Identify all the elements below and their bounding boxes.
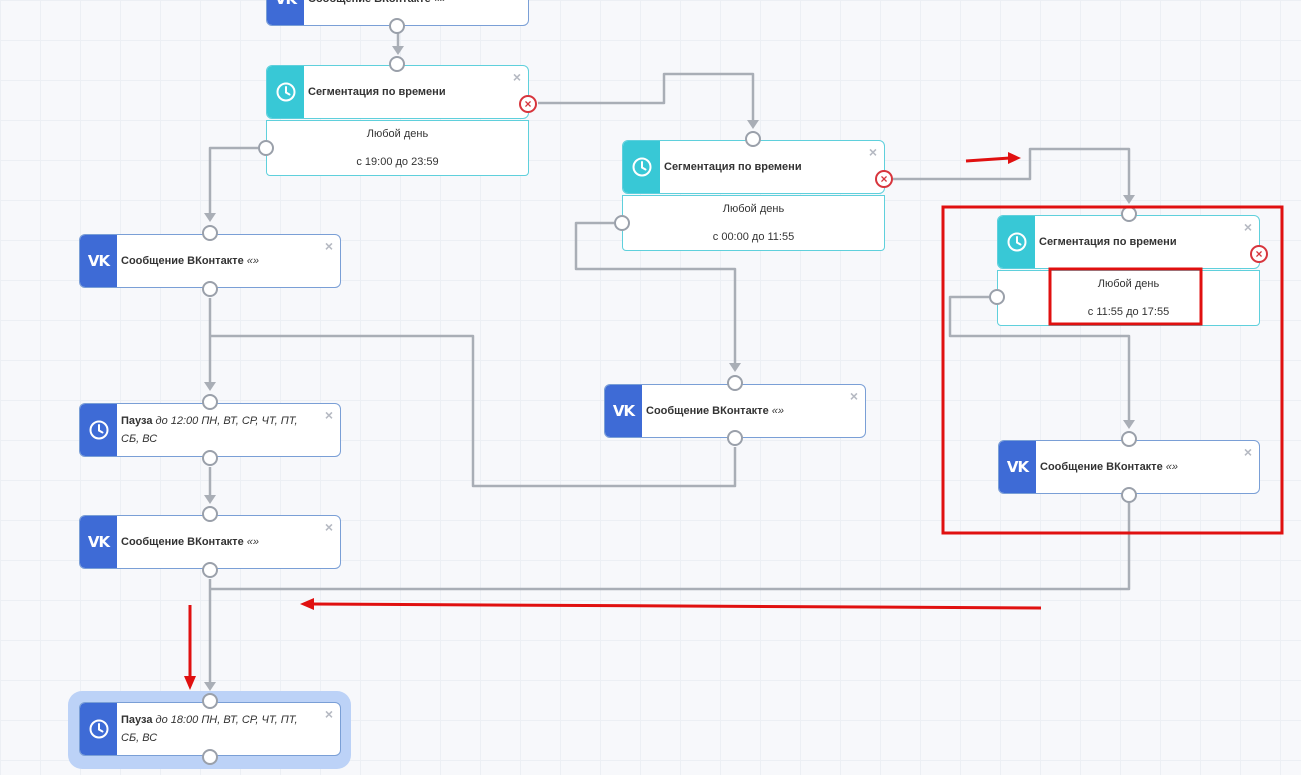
arrowhead [1123,420,1135,429]
input-port[interactable] [389,56,405,72]
node-title: Сегментация по времени [664,161,802,173]
input-port[interactable] [202,693,218,709]
output-port[interactable] [202,450,218,466]
input-port[interactable] [745,131,761,147]
wire-seg1-no-to-seg2 [538,72,755,122]
node-title: Сегментация по времени [308,86,446,98]
vk-message-node-2[interactable]: VK Сообщение ВКонтакте «» × [604,384,866,440]
clock-icon [998,216,1035,268]
vk-logo-icon: VK [999,441,1036,493]
arrowhead [204,382,216,391]
output-port[interactable] [202,281,218,297]
vk-logo-icon: VK [267,0,304,25]
arrowhead [204,682,216,691]
close-icon[interactable]: × [324,706,333,722]
wire-seg2-yes-to-vk2 [574,221,737,365]
error-x-icon[interactable]: × [519,95,537,113]
output-port[interactable] [989,289,1005,305]
segment-time-range: с 11:55 до 17:55 [1087,306,1170,318]
segment-day: Любой день [722,203,785,215]
node-title: Сообщение ВКонтакте «» [646,405,785,417]
clock-icon [80,404,117,456]
node-title: Сообщение ВКонтакте «» [308,0,506,25]
node-title: Сегментация по времени [1039,236,1177,248]
close-icon[interactable]: × [868,144,877,160]
node-title: Пауза до 18:00 ПН, ВТ, СР, ЧТ, ПТ, СБ, В… [121,714,298,744]
close-icon[interactable]: × [849,388,858,404]
close-icon[interactable]: × [1243,219,1252,235]
arrowhead [204,495,216,504]
error-x-icon[interactable]: × [875,170,893,188]
close-icon[interactable]: × [1243,444,1252,460]
error-x-icon[interactable]: × [1250,245,1268,263]
node-header[interactable]: VK Сообщение ВКонтакте «» × [79,515,341,569]
close-icon[interactable]: × [512,69,521,85]
segment-day: Любой день [366,128,429,140]
output-port[interactable] [202,749,218,765]
segment-time-range: с 00:00 до 11:55 [712,231,795,243]
close-icon[interactable]: × [324,407,333,423]
node-title: Пауза до 12:00 ПН, ВТ, СР, ЧТ, ПТ, СБ, В… [121,415,298,445]
input-port[interactable] [202,506,218,522]
time-segmentation-node-3[interactable]: Сегментация по времени × Любой день с 11… [997,215,1260,326]
time-segmentation-node-2[interactable]: Сегментация по времени × Любой день с 00… [622,140,885,251]
node-title: Сообщение ВКонтакте «» [121,255,260,267]
node-header[interactable]: Пауза до 12:00 ПН, ВТ, СР, ЧТ, ПТ, СБ, В… [79,403,341,457]
segment-condition: Любой день с 00:00 до 11:55 [622,195,885,251]
output-port[interactable] [389,18,405,34]
node-header[interactable]: VK Сообщение ВКонтакте «» × [79,234,341,288]
close-icon[interactable]: × [324,238,333,254]
node-header[interactable]: VK Сообщение ВКонтакте «» × [998,440,1260,494]
wire-seg2-no-to-seg3 [893,147,1131,197]
wire-vk2-to-pause1 [210,334,737,488]
arrowhead [729,363,741,372]
output-port[interactable] [202,562,218,578]
node-header[interactable]: Пауза до 18:00 ПН, ВТ, СР, ЧТ, ПТ, СБ, В… [79,702,341,756]
node-title: Сообщение ВКонтакте «» [1040,461,1179,473]
node-header[interactable]: Сегментация по времени × [622,140,885,194]
segment-condition: Любой день с 19:00 до 23:59 [266,120,529,176]
node-header[interactable]: Сегментация по времени × [997,215,1260,269]
clock-icon [623,141,660,193]
input-port[interactable] [1121,431,1137,447]
wire-vk4-to-pause2 [210,503,1131,591]
segment-time-range: с 19:00 до 23:59 [356,156,439,168]
vk-logo-icon: VK [80,516,117,568]
close-icon[interactable]: × [324,519,333,535]
arrowhead [204,213,216,222]
clock-icon [267,66,304,118]
output-port[interactable] [727,430,743,446]
output-port[interactable] [258,140,274,156]
input-port[interactable] [727,375,743,391]
arrowhead [392,46,404,55]
input-port[interactable] [202,225,218,241]
segment-day: Любой день [1097,278,1160,290]
wire-seg1-yes-to-vk1 [208,146,258,215]
clock-icon [80,703,117,755]
output-port[interactable] [614,215,630,231]
node-title: Сообщение ВКонтакте «» [121,536,260,548]
vk-logo-icon: VK [80,235,117,287]
segment-condition: Любой день с 11:55 до 17:55 [997,270,1260,326]
input-port[interactable] [1121,206,1137,222]
time-segmentation-node-1[interactable]: Сегментация по времени × Любой день с 19… [266,65,529,176]
arrowhead [747,120,759,129]
vk-logo-icon: VK [605,385,642,437]
node-header[interactable]: Сегментация по времени × [266,65,529,119]
node-header[interactable]: VK Сообщение ВКонтакте «» × [604,384,866,438]
output-port[interactable] [1121,487,1137,503]
arrowhead [1123,195,1135,204]
input-port[interactable] [202,394,218,410]
